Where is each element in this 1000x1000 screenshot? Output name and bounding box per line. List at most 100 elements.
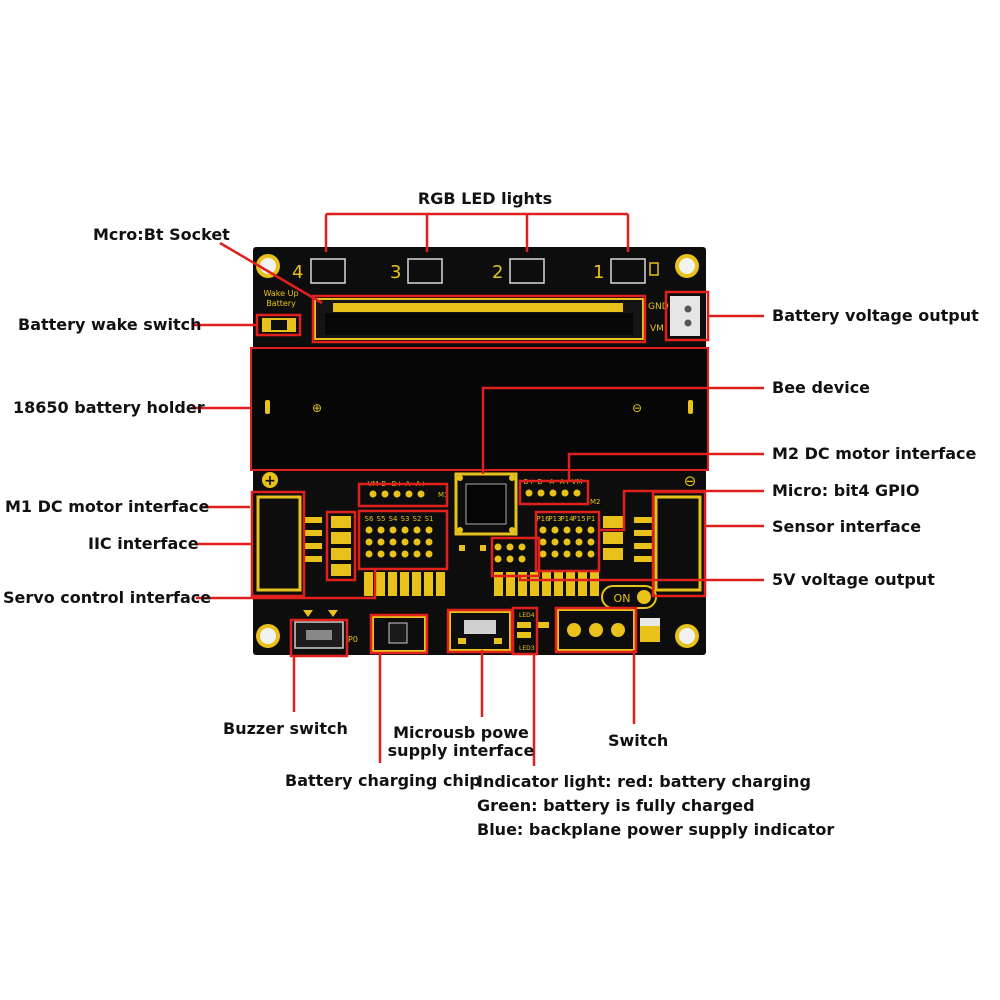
- charging-chip-label: Battery charging chip: [285, 771, 481, 790]
- header-pin-icon: [365, 550, 373, 558]
- pcb-board: 4 3 2 1 Wake Up Battery GND VM: [251, 247, 708, 655]
- header-pin-icon: [549, 489, 557, 497]
- microusb-pad-icon: [494, 638, 502, 644]
- iic-pad-icon: [331, 548, 351, 560]
- servo-pin-grid: [365, 526, 433, 558]
- header-pin-icon: [563, 550, 571, 558]
- connector-housing: [670, 296, 700, 336]
- holder-contact-icon: [688, 400, 693, 414]
- servo-pin-label: S2: [413, 515, 422, 523]
- battery-holder-label: 18650 battery holder: [13, 398, 205, 417]
- via-icon: [459, 545, 465, 551]
- charging-chip-callout: [369, 613, 429, 655]
- header-pin-icon: [413, 550, 421, 558]
- servo-pin-label: S5: [377, 515, 386, 523]
- servo-pin-label: S1: [425, 515, 434, 523]
- holder-contact-icon: [265, 400, 270, 414]
- servo-pad-row: [364, 572, 445, 596]
- led-number: 3: [390, 262, 401, 283]
- power-switch-outline: [557, 609, 635, 651]
- led-marker-icon: [649, 262, 659, 276]
- microbit-socket: [314, 298, 644, 340]
- header-pin-icon: [537, 489, 545, 497]
- indicator-label-line: Green: battery is fully charged: [477, 796, 755, 815]
- bee-corner-icon: [509, 475, 515, 481]
- header-pin-icon: [551, 550, 559, 558]
- solder-pad-icon: [554, 572, 563, 596]
- header-pin-icon: [377, 538, 385, 546]
- microbit-socket-label: Mcro:Bt Socket: [93, 225, 230, 244]
- header-pin-icon: [563, 526, 571, 534]
- microbit-socket-callout: [311, 294, 647, 344]
- m2-tag: M2: [590, 498, 601, 506]
- header-pin-icon: [551, 526, 559, 534]
- microusb-callout: [446, 608, 514, 654]
- sensor-pad-icon: [603, 532, 623, 544]
- header-pin-icon: [401, 526, 409, 534]
- wake-up-text: Battery: [266, 299, 296, 308]
- header-pin-icon: [369, 490, 377, 498]
- header-pin-icon: [494, 555, 502, 563]
- solder-pad-icon: [376, 572, 385, 596]
- solder-pad-icon: [436, 572, 445, 596]
- battery-holder-callout: [250, 347, 709, 471]
- header-pin-icon: [401, 550, 409, 558]
- led-number: 1: [593, 262, 604, 283]
- solder-pad-icon: [590, 572, 599, 596]
- indicator-led-icon: [517, 622, 531, 628]
- sensor-pad-icon: [603, 548, 623, 560]
- battery-holder: ⊕ ⊖: [251, 348, 708, 470]
- bee-corner-icon: [509, 527, 515, 533]
- header-pin-icon: [425, 538, 433, 546]
- m1-motor-connector: [256, 495, 322, 592]
- solder-pad-icon: [506, 572, 515, 596]
- m1-pad-icon: [304, 517, 322, 523]
- via-icon: [480, 545, 486, 551]
- header-pin-icon: [506, 543, 514, 551]
- battery-voltage-label: Battery voltage output: [772, 306, 979, 325]
- header-pin-icon: [393, 490, 401, 498]
- sensor-pad-icon: [634, 543, 652, 549]
- sensor-pad-icon: [634, 530, 652, 536]
- header-pin-icon: [539, 538, 547, 546]
- rgb-led-icon: [610, 258, 646, 284]
- iic-pad-icon: [331, 564, 351, 576]
- switch-pin-icon: [567, 623, 581, 637]
- header-pin-icon: [405, 490, 413, 498]
- switch-label: Switch: [608, 731, 668, 750]
- gpio-pin-label: P1: [587, 515, 596, 523]
- bee-chip-icon: [465, 483, 507, 525]
- servo-callout: [357, 509, 449, 571]
- m1-pad-icon: [304, 543, 322, 549]
- header-pin-icon: [518, 555, 526, 563]
- microusb-port: [449, 611, 511, 651]
- plus-polarity-icon: [262, 472, 278, 488]
- microusb-label-line: Microusb powe: [393, 723, 529, 742]
- header-pin-icon: [377, 550, 385, 558]
- servo-pin-label: S3: [401, 515, 410, 523]
- microusb-pad-icon: [458, 638, 466, 644]
- battery-wake-label: Battery wake switch: [18, 315, 202, 334]
- iic-pads: [331, 516, 351, 576]
- header-pin-icon: [413, 526, 421, 534]
- m1-motor-connector-callout: [250, 490, 306, 598]
- v5-output-label: 5V voltage output: [772, 570, 935, 589]
- mounting-hole-center: [679, 258, 695, 274]
- power-switch: [557, 609, 660, 651]
- wake-switch-slot: [271, 320, 287, 330]
- m1-pad-icon: [304, 530, 322, 536]
- gpio-header: P16 P13 P14 P15 P1: [494, 515, 599, 596]
- p0-text: P0: [348, 635, 358, 644]
- solder-pad-icon: [578, 572, 587, 596]
- header-pin-icon: [575, 526, 583, 534]
- solder-pad-icon: [424, 572, 433, 596]
- servo-pin-label: S4: [389, 515, 398, 523]
- gpio-pin-label: P13: [548, 515, 561, 523]
- battery-wake-callout: [255, 313, 302, 337]
- callout-lines: [191, 212, 764, 766]
- sensor-label: Sensor interface: [772, 517, 921, 536]
- microusb-label-line: supply interface: [388, 741, 535, 760]
- microbit-socket-leader: [219, 241, 323, 305]
- sensor-connector: [603, 495, 702, 592]
- labels: RGB LED lights Mcro:Bt Socket Battery wa…: [3, 189, 979, 839]
